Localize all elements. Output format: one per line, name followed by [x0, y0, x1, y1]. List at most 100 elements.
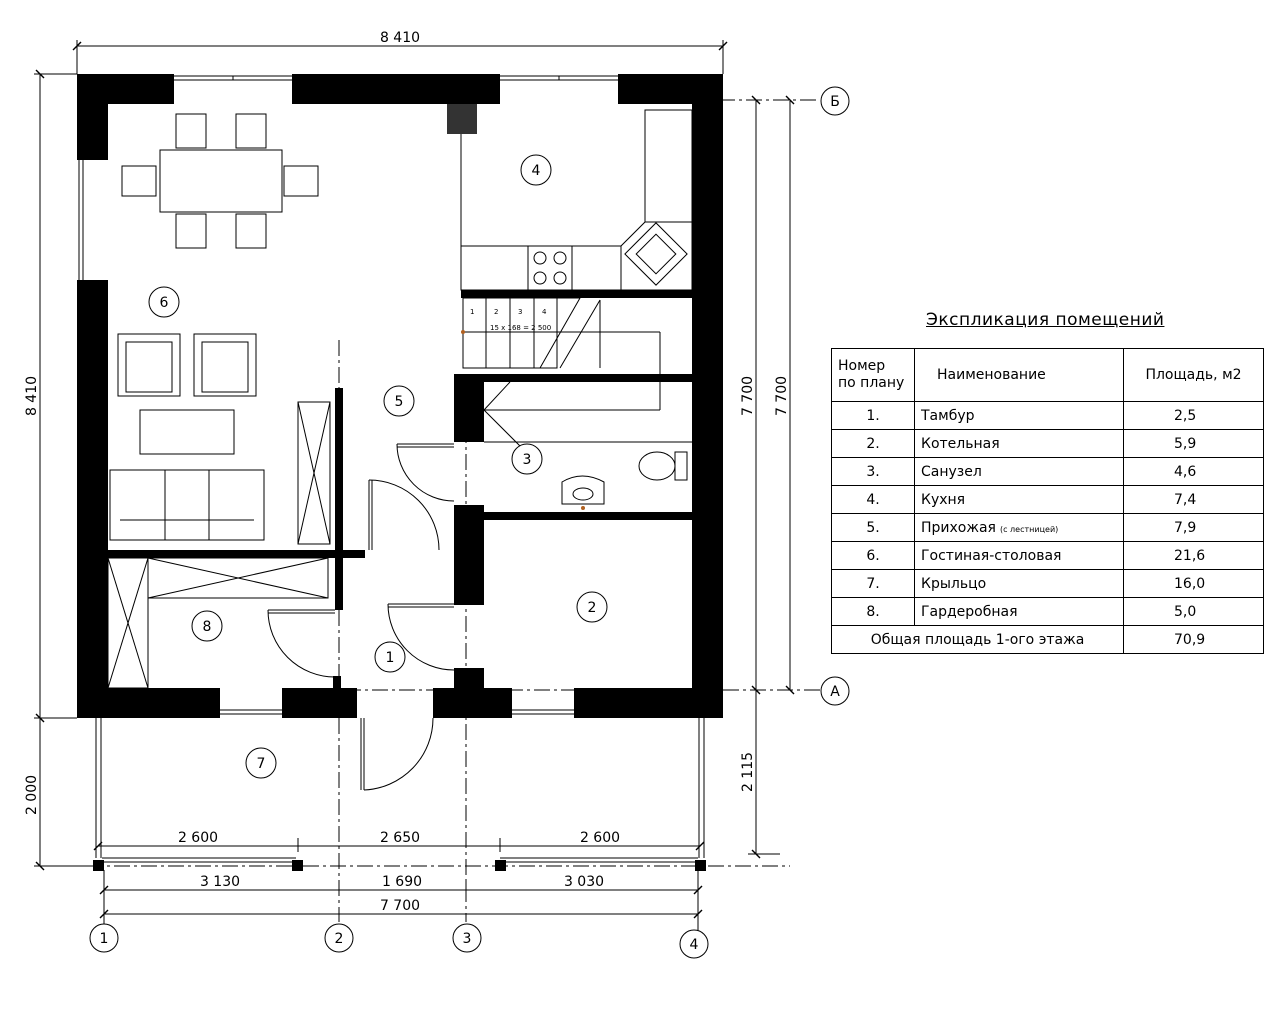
dim-right-height-inner: 7 700 — [740, 376, 756, 416]
stair-step: 2 — [494, 308, 498, 316]
wardrobe-furniture — [107, 557, 329, 689]
row-name: Прихожая(с лестницей) — [914, 513, 1124, 542]
dimension-lines — [34, 40, 795, 934]
row-name: Крыльцо — [914, 569, 1124, 598]
svg-text:4: 4 — [690, 937, 699, 953]
row-number: 4. — [831, 485, 915, 514]
row-name: Санузел — [914, 457, 1124, 486]
row-area: 16,0 — [1123, 569, 1264, 598]
room-markers: 1 2 3 4 5 6 7 8 — [148, 154, 608, 779]
staircase — [461, 297, 661, 447]
row-number: 7. — [831, 569, 915, 598]
header-area: Площадь, м2 — [1123, 348, 1264, 402]
table-row: 1. Тамбур 2,5 — [831, 401, 1264, 430]
row-name: Тамбур — [914, 401, 1124, 430]
stair-step: 3 — [518, 308, 522, 316]
room-marker: 4 — [520, 154, 552, 186]
row-name: Котельная — [914, 429, 1124, 458]
stair-step: 1 — [470, 308, 474, 316]
chimney — [447, 104, 477, 134]
row-area: 2,5 — [1123, 401, 1264, 430]
row-number: 8. — [831, 597, 915, 626]
header-number: Номер по плану — [831, 348, 915, 402]
axis-marker: Б — [820, 86, 850, 116]
row-name: Гардеробная — [914, 597, 1124, 626]
row-note: (с лестницей) — [999, 524, 1059, 534]
axis-marker: 2 — [324, 923, 354, 953]
dim-total-width: 7 700 — [380, 898, 420, 914]
doors — [267, 443, 455, 791]
row-number: 2. — [831, 429, 915, 458]
svg-text:1: 1 — [386, 650, 395, 666]
stair-step: 4 — [542, 308, 547, 316]
axis-marker: 4 — [679, 929, 709, 959]
total-area: 70,9 — [1123, 625, 1264, 654]
row-area: 5,0 — [1123, 597, 1264, 626]
dim-left-height: 8 410 — [24, 376, 40, 416]
svg-text:1: 1 — [100, 931, 109, 947]
explication-table: Номер по плану Наименование Площадь, м2 … — [831, 348, 1264, 654]
row-number: 5. — [831, 513, 915, 542]
svg-text:4: 4 — [532, 163, 541, 179]
windows — [77, 74, 618, 718]
table-row: 8. Гардеробная 5,0 — [831, 597, 1264, 626]
dim-row1: 2 600 — [580, 830, 620, 846]
dim-row2: 3 030 — [564, 874, 604, 890]
room-marker: 6 — [148, 286, 180, 318]
bathroom-fixtures — [484, 441, 692, 510]
table-header-row: Номер по плану Наименование Площадь, м2 — [831, 348, 1264, 402]
axis-marker: 1 — [89, 923, 119, 953]
table-row: 4. Кухня 7,4 — [831, 485, 1264, 514]
svg-text:7: 7 — [257, 756, 266, 772]
row-area: 21,6 — [1123, 541, 1264, 570]
svg-text:5: 5 — [395, 394, 404, 410]
dim-right-height-outer: 7 700 — [774, 376, 790, 416]
row-area: 4,6 — [1123, 457, 1264, 486]
axis-marker: 3 — [452, 923, 482, 953]
axis-marker: А — [820, 676, 850, 706]
dim-row1: 2 600 — [178, 830, 218, 846]
explication-title: Экспликация помещений — [926, 310, 1165, 330]
dim-porch-right: 2 115 — [740, 752, 756, 792]
svg-text:2: 2 — [335, 931, 344, 947]
porch — [60, 718, 790, 867]
dim-row1: 2 650 — [380, 830, 420, 846]
interior-walls — [108, 290, 692, 688]
dim-row2: 1 690 — [382, 874, 422, 890]
table-row: 6. Гостиная-столовая 21,6 — [831, 541, 1264, 570]
kitchen-fixtures — [460, 109, 693, 291]
room-marker: 1 — [374, 641, 406, 673]
stair-step-numbers: 1 2 3 4 15 x 168 = 2 500 — [470, 308, 551, 332]
room-marker: 7 — [245, 747, 277, 779]
svg-text:3: 3 — [523, 452, 532, 468]
dim-top-width: 8 410 — [380, 30, 420, 46]
stair-note: 15 x 168 = 2 500 — [490, 324, 551, 332]
dim-row2: 3 130 — [200, 874, 240, 890]
svg-text:А: А — [830, 684, 840, 700]
svg-text:3: 3 — [463, 931, 472, 947]
svg-text:Б: Б — [830, 94, 840, 110]
room-marker: 3 — [511, 443, 543, 475]
table-total-row: Общая площадь 1-ого этажа 70,9 — [831, 625, 1264, 654]
table-row: 3. Санузел 4,6 — [831, 457, 1264, 486]
table-row: 7. Крыльцо 16,0 — [831, 569, 1264, 598]
row-number: 6. — [831, 541, 915, 570]
table-row: 2. Котельная 5,9 — [831, 429, 1264, 458]
row-name: Кухня — [914, 485, 1124, 514]
axis-lines — [338, 99, 820, 922]
row-area: 7,9 — [1123, 513, 1264, 542]
axis-markers: Б А 1 2 3 4 — [89, 86, 850, 959]
room-marker: 8 — [191, 610, 223, 642]
header-name: Наименование — [914, 348, 1124, 402]
room-marker: 2 — [576, 591, 608, 623]
row-name: Гостиная-столовая — [914, 541, 1124, 570]
svg-text:8: 8 — [203, 619, 212, 635]
svg-text:2: 2 — [588, 600, 597, 616]
row-number: 1. — [831, 401, 915, 430]
table-row: 5. Прихожая(с лестницей) 7,9 — [831, 513, 1264, 542]
living-furniture — [109, 333, 331, 545]
dim-porch-left: 2 000 — [24, 775, 40, 815]
row-area: 7,4 — [1123, 485, 1264, 514]
dimension-labels: 8 410 8 410 7 700 7 700 2 000 2 115 2 60… — [24, 30, 790, 914]
